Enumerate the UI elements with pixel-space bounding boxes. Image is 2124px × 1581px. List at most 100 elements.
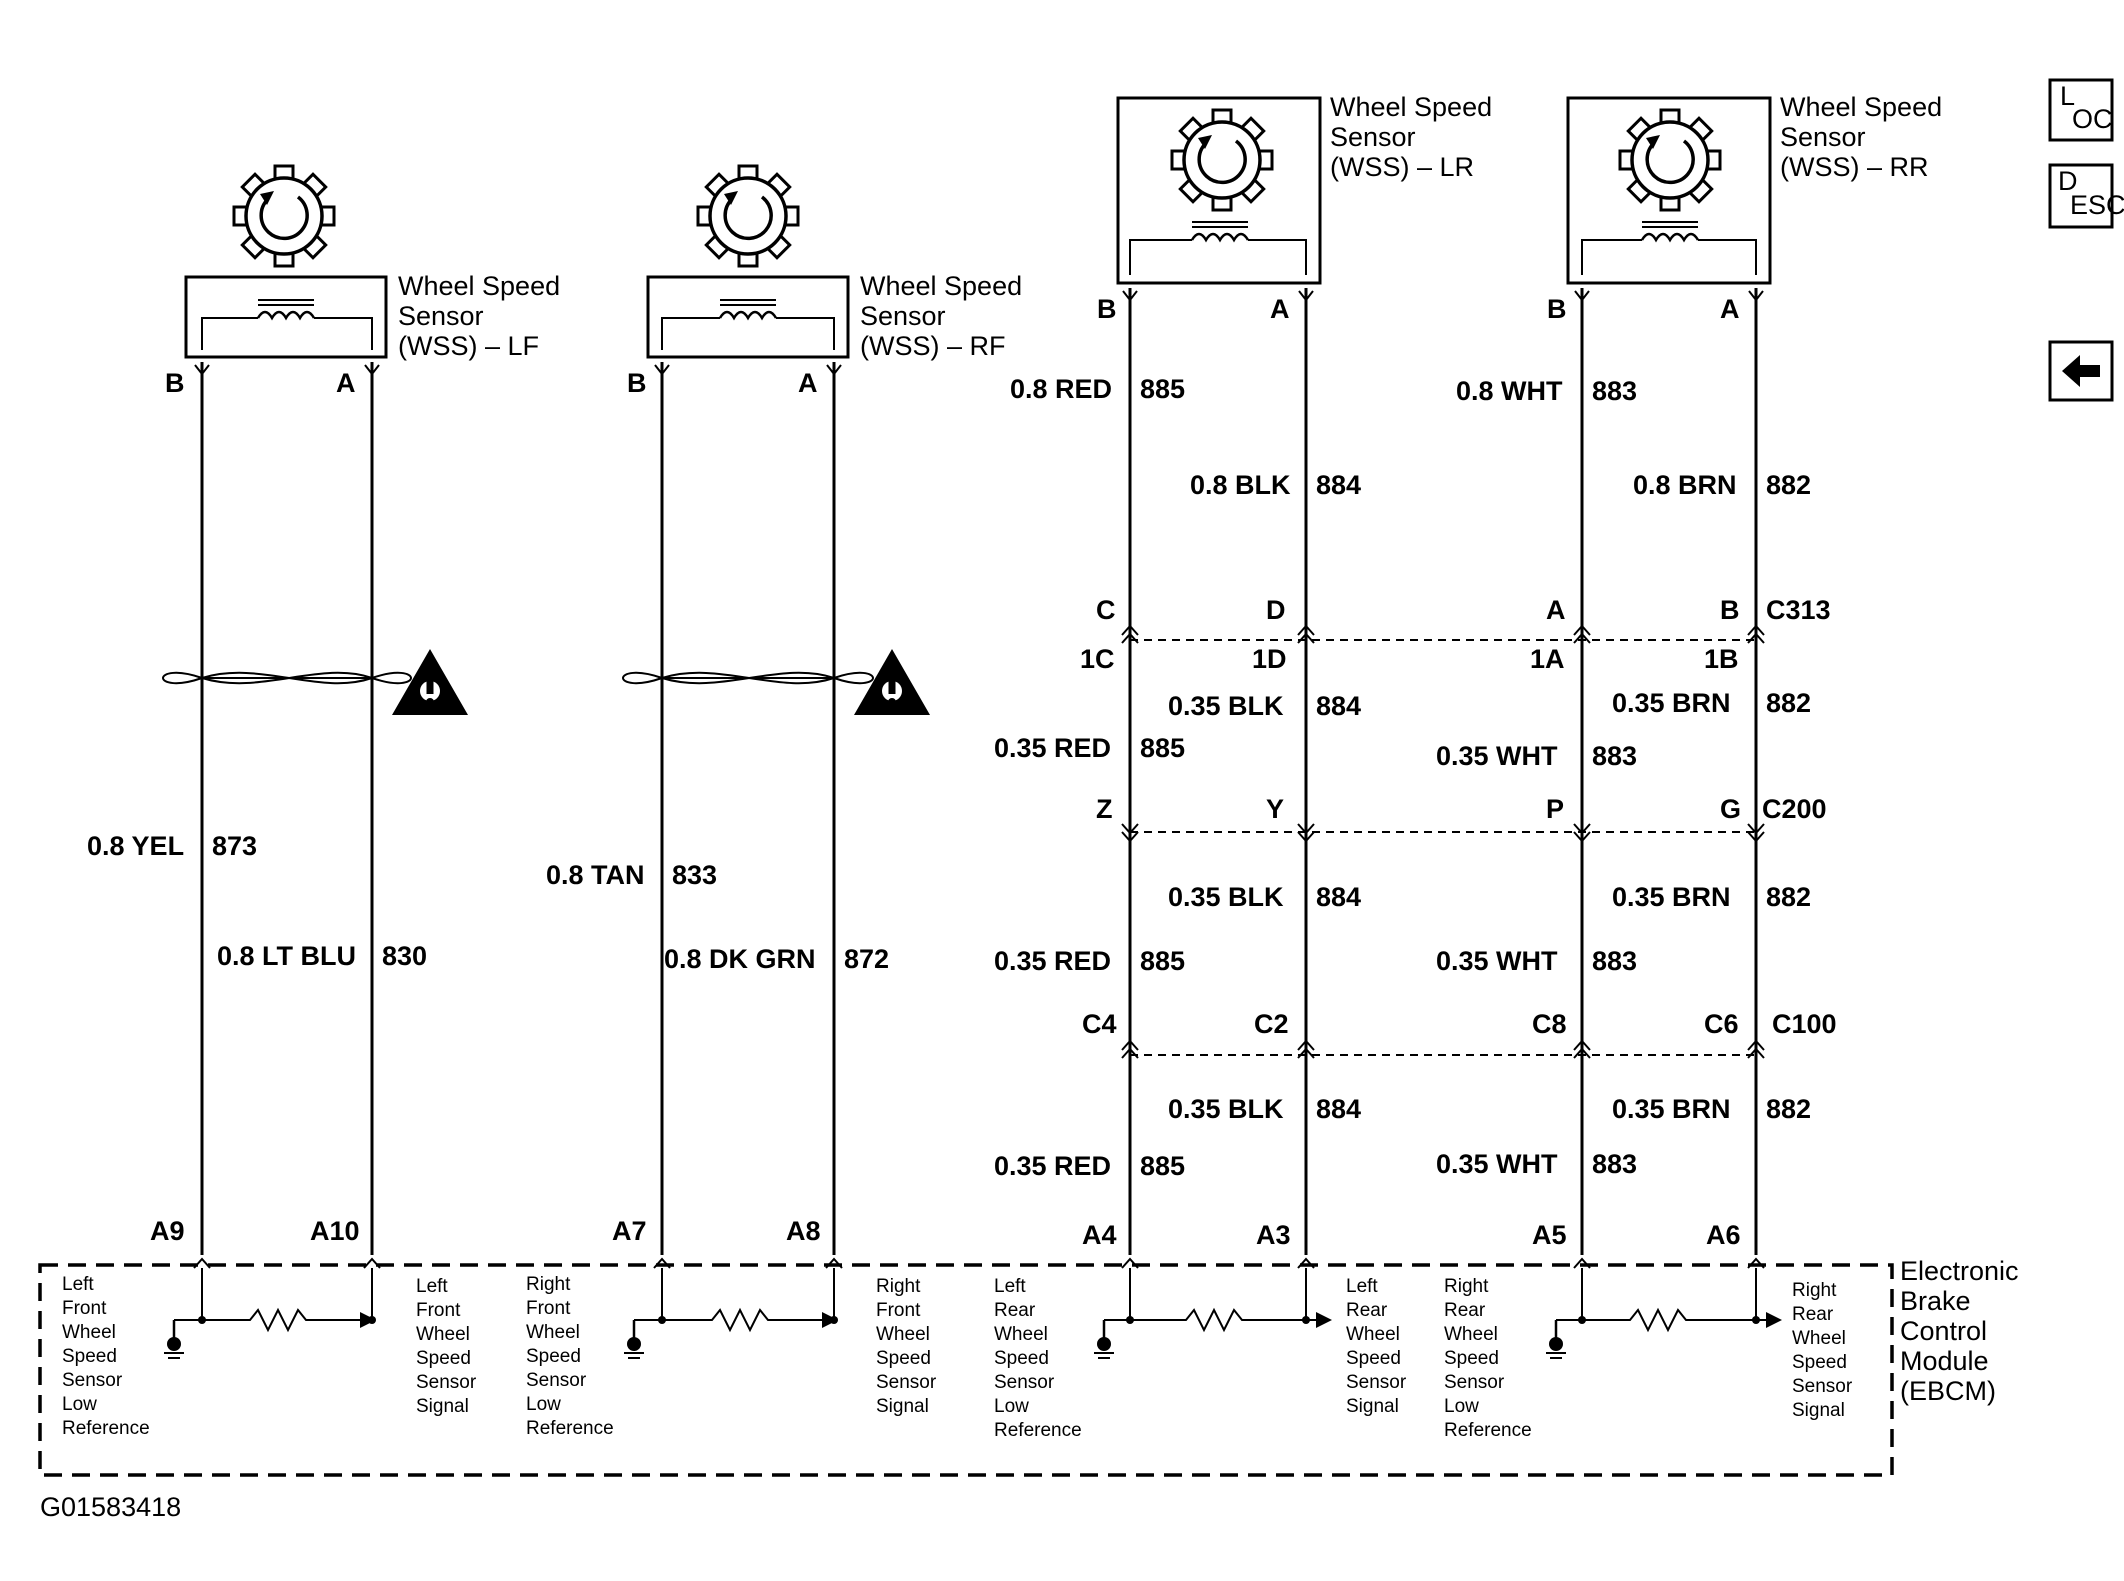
ground-icon [162,1318,186,1360]
desc-line: Reference [1444,1420,1532,1441]
wire-color-label: 0.35 BLK [1168,882,1284,912]
ebcm-desc-rr-low: Right Rear Wheel Speed Sensor Low Refere… [1444,1276,1532,1441]
circuit-number: 883 [1592,741,1637,771]
desc-line: Rear [994,1300,1036,1321]
wire-color-label: 0.8 LT BLU [217,941,356,971]
circuit-number: 884 [1316,470,1361,500]
ebcm-title-line: Module [1900,1346,1989,1376]
circuit-number: 873 [212,831,257,861]
connector-pin: G [1720,794,1741,824]
sensor-rr: Wheel Speed Sensor (WSS) – RR B A [1547,87,1942,324]
wire-color-label: 0.35 RED [994,946,1111,976]
sensor-lr-title-2: Sensor [1330,122,1416,152]
description-button[interactable]: D ESC [2048,163,2124,229]
wire-color-label: 0.8 TAN [546,860,645,890]
pin-label: B [165,368,185,398]
circuit-number: 883 [1592,946,1637,976]
desc-line: Signal [1346,1396,1399,1417]
desc-line: Low [994,1396,1029,1417]
pin-label: B [1097,294,1117,324]
connector-pin: C4 [1082,1009,1117,1039]
wire-color-label: 0.8 YEL [87,831,184,861]
connector-pin: B [1720,595,1740,625]
desc-line: Low [1444,1396,1479,1417]
connector-pin: C2 [1254,1009,1289,1039]
ground-icon [622,1318,646,1360]
desc-line: Sensor [416,1372,477,1393]
circuit-number: 885 [1140,733,1185,763]
ebcm-circuit-rr [1544,1268,1782,1360]
desc-line: Front [416,1300,461,1321]
ebcm-title-line: Control [1900,1316,1987,1346]
circuit-number: 883 [1592,376,1637,406]
sensor-rr-title-3: (WSS) – RR [1780,152,1929,182]
connector-name: C200 [1762,794,1827,824]
figure-id: G01583418 [40,1492,181,1522]
ebcm-title-line: Brake [1900,1286,1971,1316]
pin-label: B [1547,294,1567,324]
circuit-number: 882 [1766,470,1811,500]
desc-line: Speed [416,1348,471,1369]
desc-line: Rear [1346,1300,1388,1321]
desc-line: Speed [1792,1352,1847,1373]
desc-line: Wheel [1346,1324,1400,1345]
sensor-rf-title-3: (WSS) – RF [860,331,1006,361]
wire-color-label: 0.35 WHT [1436,946,1558,976]
ebcm-desc-lr-low: Left Rear Wheel Speed Sensor Low Referen… [994,1276,1082,1441]
wire-color-label: 0.8 DK GRN [664,944,816,974]
wire-color-label: 0.35 WHT [1436,1149,1558,1179]
back-button[interactable] [2048,340,2114,402]
ebcm-pin-label: A7 [612,1216,647,1246]
sensor-lr-title-3: (WSS) – LR [1330,152,1474,182]
desc-line: Wheel [1444,1324,1498,1345]
sensor-lf-title-1: Wheel Speed [398,271,560,301]
circuit-number: 833 [672,860,717,890]
ebcm-desc-lf-signal: Left Front Wheel Speed Sensor Signal [416,1276,477,1417]
connector-pin: 1A [1530,644,1565,674]
wire-color-label: 0.35 RED [994,1151,1111,1181]
desc-line: Reference [62,1418,150,1439]
circuit-number: 885 [1140,374,1185,404]
circuit-number: 872 [844,944,889,974]
circuit-number: 830 [382,941,427,971]
ebcm-pin-label: A9 [150,1216,185,1246]
connector-pin: D [1266,595,1286,625]
desc-line: Low [62,1394,97,1415]
ebcm-circuit-lf [162,1268,376,1360]
desc-line: Reference [526,1418,614,1439]
sensor-rr-title-1: Wheel Speed [1780,92,1942,122]
wires-front: 0.8 YEL 873 0.8 LT BLU 830 0.8 TAN 833 0… [87,362,930,1255]
desc-line: Speed [526,1346,581,1367]
circuit-number: 884 [1316,691,1361,721]
twisted-pair-symbol [162,671,412,685]
connector-pin: C [1096,595,1116,625]
ebcm-pin-label: A4 [1082,1220,1117,1250]
connector-pin: C8 [1532,1009,1567,1039]
sensor-lr-title-1: Wheel Speed [1330,92,1492,122]
wire-color-label: 0.35 BRN [1612,1094,1731,1124]
location-button[interactable]: L OC [2048,78,2114,142]
connector-pin: C6 [1704,1009,1739,1039]
desc-line: Wheel [526,1322,580,1343]
wire-color-label: 0.35 BLK [1168,1094,1284,1124]
ebcm-pin-label: A10 [310,1216,360,1246]
desc-line: Speed [1444,1348,1499,1369]
desc-line: Speed [876,1348,931,1369]
wire-color-label: 0.35 WHT [1436,741,1558,771]
desc-line: Front [526,1298,571,1319]
desc-line: Wheel [416,1324,470,1345]
wire-color-label: 0.8 WHT [1456,376,1563,406]
pin-label: B [627,368,647,398]
ebcm-desc-lr-signal: Left Rear Wheel Speed Sensor Signal [1346,1276,1407,1417]
ebcm-pin-label: A3 [1256,1220,1291,1250]
tone-wheel-icon [1597,87,1743,233]
circuit-number: 882 [1766,1094,1811,1124]
sensor-lf: Wheel Speed Sensor (WSS) – LF B A [165,143,560,398]
desc-line: Wheel [62,1322,116,1343]
desc-line: Sensor [1444,1372,1505,1393]
ebcm-circuit-lr [1092,1268,1332,1360]
desc-line: Right [526,1274,571,1295]
desc-line: Right [1444,1276,1489,1297]
